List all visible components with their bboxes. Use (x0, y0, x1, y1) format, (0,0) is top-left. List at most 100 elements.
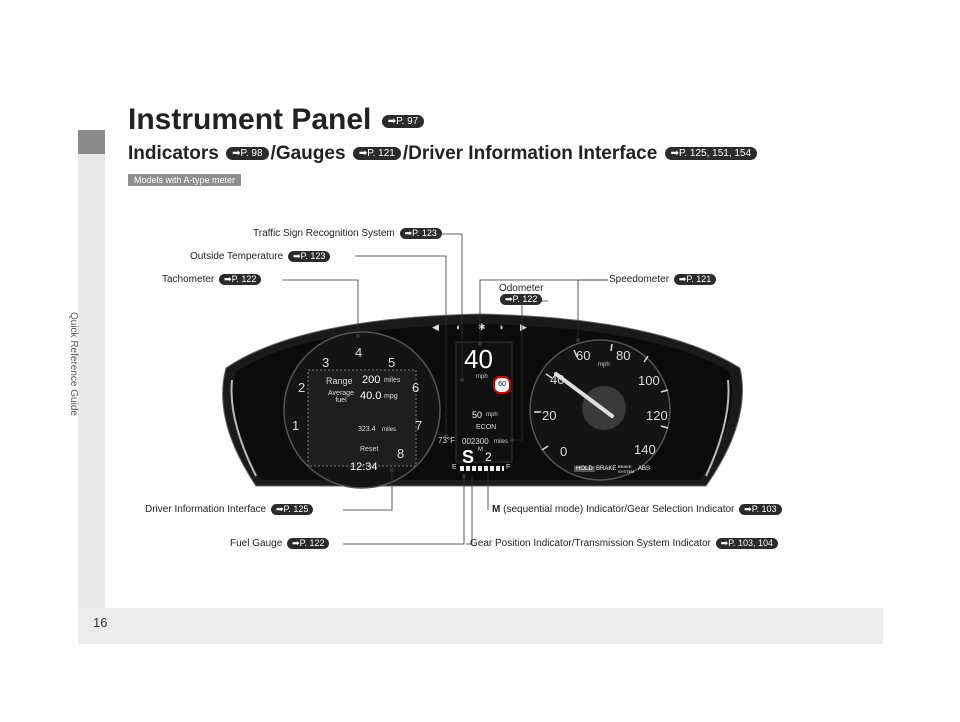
tach-number-3: 3 (322, 355, 330, 370)
callout-dii: Driver Information Interface ➡P. 125 (145, 504, 315, 515)
gear-position-ref: P. 103, 104 (728, 538, 774, 548)
range-label: Range (326, 376, 353, 386)
svg-text:◐: ◐ (456, 322, 461, 332)
speed-unit: mph (476, 374, 488, 380)
outside-temp: 73°F (438, 436, 455, 445)
callout-tachometer: Tachometer ➡P. 122 (162, 274, 263, 285)
outside-temp-ref-badge[interactable]: ➡P. 123 (287, 251, 331, 262)
traffic-sign-ref: P. 123 (412, 228, 437, 238)
dii-callout-ref: P. 125 (283, 504, 309, 514)
gear-position-label: Gear Position Indicator/Transmission Sys… (470, 538, 711, 550)
title-text: Instrument Panel (128, 103, 372, 136)
dii-ref-badge[interactable]: ➡P. 125, 151, 154 (664, 147, 758, 161)
footer-bar (78, 608, 883, 644)
tach-number-7: 7 (415, 418, 423, 433)
trip-value: 323.4 (358, 426, 376, 433)
tachometer-ref-badge[interactable]: ➡P. 122 (219, 274, 262, 285)
svg-text:◀: ◀ (432, 322, 439, 332)
m-indicator-ref-badge[interactable]: ➡P. 103 (739, 504, 782, 515)
speed-number-0: 0 (560, 444, 568, 459)
callout-odometer: Odometer ➡P. 122 (498, 283, 544, 305)
callout-m-indicator: M (sequential mode) Indicator/Gear Selec… (492, 504, 784, 515)
sidebar-tab (78, 130, 105, 610)
callout-speedometer: Speedometer ➡P. 121 (609, 274, 718, 285)
fuel-f: F (506, 464, 511, 471)
brake-indicator: BRAKE (596, 466, 617, 472)
gauges-text: /Gauges (270, 143, 346, 164)
gear-position-ref-badge[interactable]: ➡P. 103, 104 (715, 538, 779, 549)
clock: 12:34 (350, 461, 378, 473)
speed-number-140: 140 (634, 442, 656, 457)
traffic-sign-label: Traffic Sign Recognition System (253, 228, 395, 240)
indicators-ref: P. 98 (240, 148, 263, 160)
tach-number-2: 2 (298, 380, 306, 395)
page-title: Instrument Panel ➡P. 97 (128, 103, 426, 137)
speed-number-80: 80 (616, 348, 631, 363)
tach-number-8: 8 (397, 446, 405, 461)
fuel-gauge-label: Fuel Gauge (230, 538, 283, 550)
speedometer-ref-badge[interactable]: ➡P. 121 (673, 274, 717, 285)
callout-gear-position: Gear Position Indicator/Transmission Sys… (470, 538, 780, 549)
gauges-ref: P. 121 (367, 148, 395, 160)
fuel-e: E (452, 464, 457, 471)
svg-text:✱: ✱ (478, 322, 486, 332)
speed-digital: 40 (464, 344, 493, 374)
m-indicator-ref: P. 103 (751, 504, 777, 514)
tachometer-ref: P. 122 (231, 274, 257, 284)
gear-m: M (478, 447, 483, 453)
acc-unit: mph (486, 412, 498, 418)
m-indicator-bold: M (492, 504, 501, 516)
speedometer-ref: P. 121 (686, 274, 712, 284)
dii-text: /Driver Information Interface (402, 143, 658, 164)
callout-fuel-gauge: Fuel Gauge ➡P. 122 (230, 538, 331, 549)
m-indicator-label: (sequential mode) Indicator/Gear Selecti… (500, 504, 735, 516)
speedo-unit: mph (598, 362, 610, 368)
dii-ref: P. 125, 151, 154 (678, 148, 752, 160)
gauges-ref-badge[interactable]: ➡P. 121 (352, 147, 401, 161)
fuel-gauge-ref: P. 122 (299, 538, 325, 548)
model-tag: Models with A-type meter (128, 174, 242, 186)
callout-traffic-sign: Traffic Sign Recognition System ➡P. 123 (253, 228, 444, 239)
reset-label: Reset (360, 446, 379, 453)
speed-number-40: 40 (550, 372, 565, 387)
odometer-unit: miles (494, 439, 509, 445)
callout-outside-temp: Outside Temperature ➡P. 123 (190, 251, 332, 262)
speed-number-120: 120 (646, 408, 668, 423)
range-value: 200 (362, 374, 381, 386)
sidebar-tab-marker (78, 130, 105, 154)
dii-label: Driver Information Interface (145, 504, 267, 516)
trip-unit: miles (382, 427, 397, 433)
odometer-ref: P. 122 (512, 294, 538, 304)
speed-number-60: 60 (576, 348, 591, 363)
svg-text:◑: ◑ (498, 322, 503, 332)
odometer-ref-badge[interactable]: ➡P. 122 (500, 294, 543, 305)
avg-fuel-label: Average fuel (328, 390, 354, 404)
avg-fuel-unit: mpg (384, 393, 398, 400)
traffic-sign-ref-badge[interactable]: ➡P. 123 (399, 228, 442, 239)
title-ref-badge[interactable]: ➡P. 97 (381, 114, 425, 128)
tach-number-1: 1 (292, 418, 300, 433)
tach-number-5: 5 (388, 355, 396, 370)
gear-number: 2 (485, 450, 492, 464)
outside-temp-label: Outside Temperature (190, 251, 284, 263)
title-ref: P. 97 (396, 115, 419, 127)
speed-number-100: 100 (638, 373, 660, 388)
hold-indicator: HOLD (574, 466, 595, 472)
indicators-ref-badge[interactable]: ➡P. 98 (226, 147, 269, 161)
page-number: 16 (93, 615, 108, 630)
indicators-text: Indicators (128, 143, 219, 164)
fuel-gauge-ref-badge[interactable]: ➡P. 122 (287, 538, 330, 549)
econ-indicator: ECON (476, 424, 497, 431)
outside-temp-ref: P. 123 (300, 251, 326, 261)
odometer-value: 002300 (462, 437, 489, 446)
odometer-label: Odometer (498, 283, 544, 294)
gear-letter: S (462, 447, 475, 467)
range-unit: miles (384, 377, 401, 384)
speedometer-label: Speedometer (609, 274, 670, 286)
tach-number-6: 6 (412, 380, 420, 395)
fuel-gauge-bar (460, 466, 504, 471)
dii-ref-badge[interactable]: ➡P. 125 (270, 504, 314, 515)
brake-system-indicator: BRAKE SYSTEM (618, 464, 635, 474)
speed-number-20: 20 (542, 408, 557, 423)
